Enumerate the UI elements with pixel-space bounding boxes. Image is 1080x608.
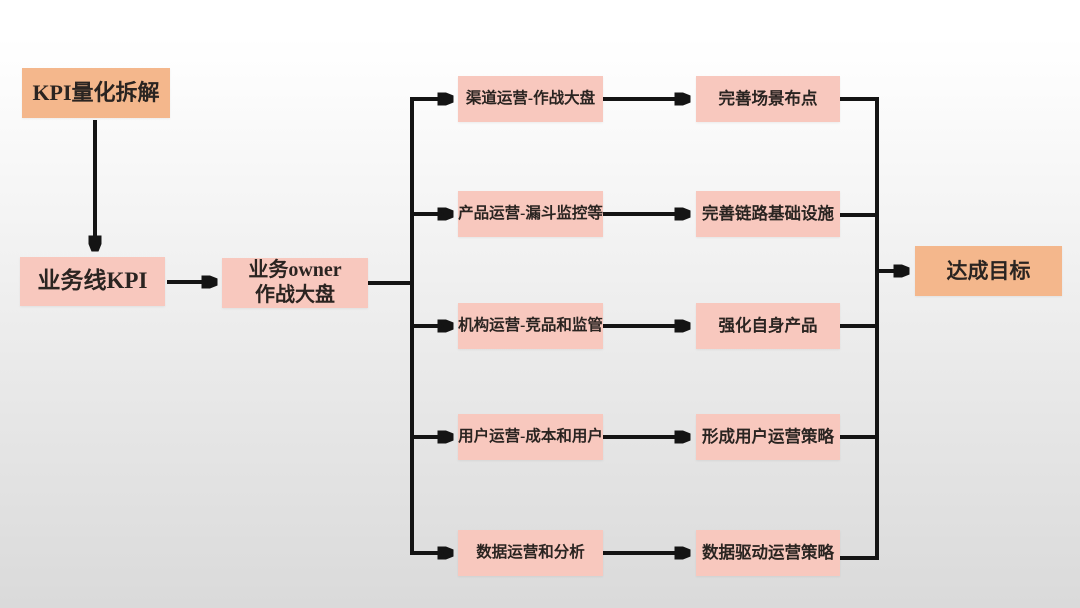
node-business-line-kpi: 业务线KPI: [20, 257, 165, 306]
node-institution-ops: 机构运营-竞品和监管: [458, 303, 603, 349]
node-scene-placement: 完善场景布点: [696, 76, 840, 122]
node-link-infrastructure: 完善链路基础设施: [696, 191, 840, 237]
node-business-owner-dashboard: 业务owner 作战大盘: [222, 258, 368, 308]
node-channel-ops: 渠道运营-作战大盘: [458, 76, 603, 122]
node-strengthen-product: 强化自身产品: [696, 303, 840, 349]
node-user-ops: 用户运营-成本和用户: [458, 414, 603, 460]
node-data-ops: 数据运营和分析: [458, 530, 603, 576]
node-user-ops-strategy: 形成用户运营策略: [696, 414, 840, 460]
node-kpi-breakdown: KPI量化拆解: [22, 68, 170, 118]
node-data-driven-strategy: 数据驱动运营策略: [696, 530, 840, 576]
node-goal-achieved: 达成目标: [915, 246, 1062, 296]
node-product-ops: 产品运营-漏斗监控等: [458, 191, 603, 237]
